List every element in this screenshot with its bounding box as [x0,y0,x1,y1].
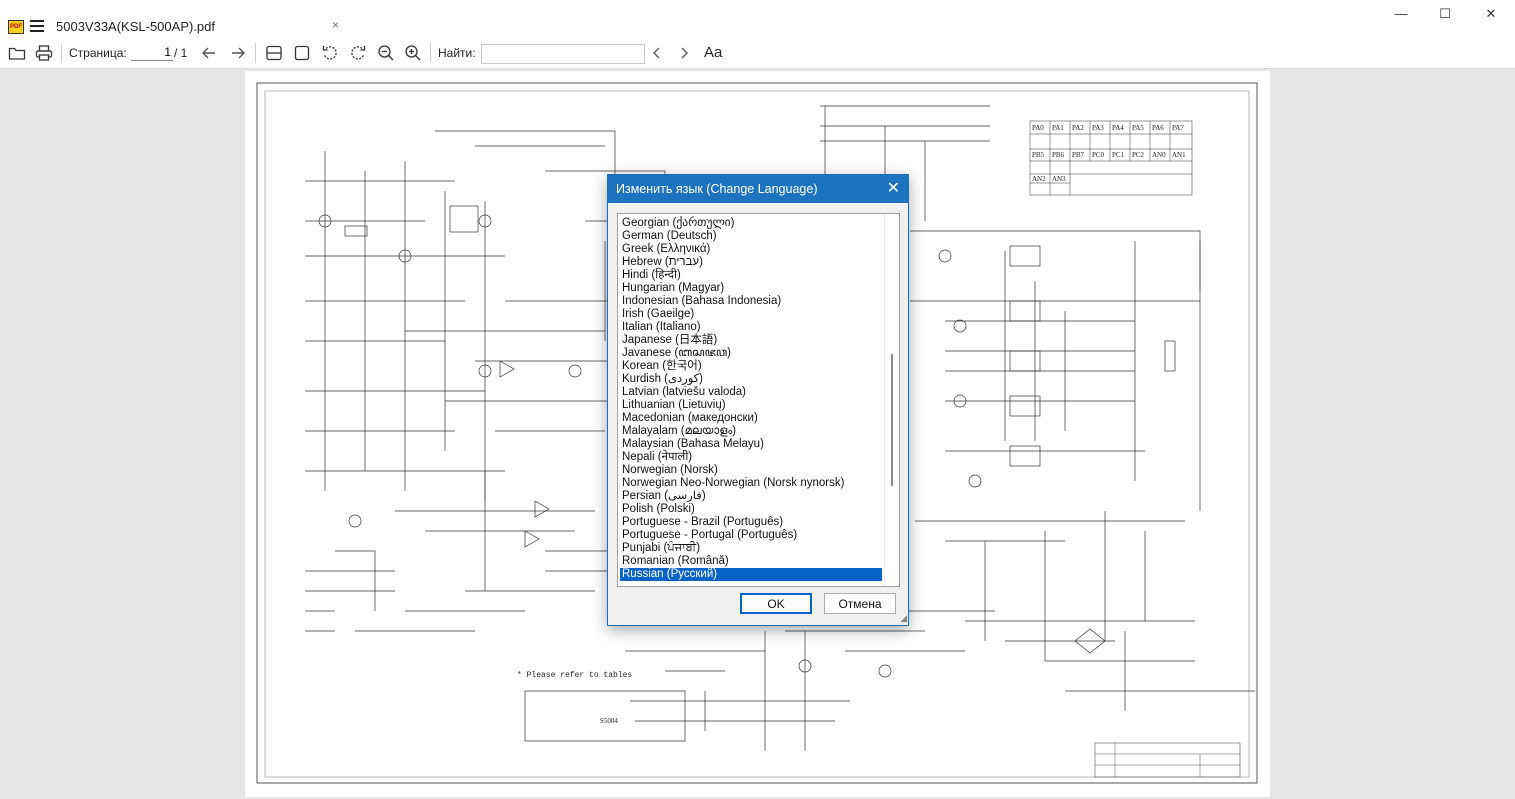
fit-page-icon[interactable] [293,44,311,62]
language-item[interactable]: Malaysian (Bahasa Melayu) [622,438,764,450]
maximize-button[interactable]: ☐ [1439,6,1451,21]
folder-icon[interactable] [8,44,26,62]
svg-text:PA2: PA2 [1072,124,1084,132]
arrow-right-icon[interactable] [229,44,247,62]
tab-close-icon[interactable]: × [332,18,340,32]
resize-grip-icon[interactable]: ◢ [900,613,907,623]
chevron-left-icon[interactable] [648,44,666,62]
fit-width-icon[interactable] [265,44,283,62]
language-item[interactable]: Persian (فارسی) [622,490,706,502]
rotate-left-icon[interactable] [321,44,339,62]
language-item-selected[interactable]: Russian (Русский) [620,568,882,581]
language-item[interactable]: Nepali (नेपाली) [622,451,693,463]
page-label: Страница: [69,46,127,60]
language-item[interactable]: Irish (Gaeilge) [622,308,695,320]
minimize-button[interactable]: — [1394,6,1408,21]
svg-text:PB7: PB7 [1072,151,1085,159]
svg-text:PB6: PB6 [1052,151,1065,159]
language-item[interactable]: Latvian (latviešu valoda) [622,386,747,398]
find-input[interactable] [481,44,645,64]
svg-text:PA3: PA3 [1092,124,1104,132]
language-item[interactable]: Norwegian Neo-Norwegian (Norsk nynorsk) [622,477,845,489]
listbox-scrollbar[interactable] [884,214,899,586]
language-item[interactable]: Portuguese - Portugal (Português) [622,529,798,541]
svg-text:PA0: PA0 [1032,124,1044,132]
zoom-in-icon[interactable] [404,44,422,62]
language-item[interactable]: Kurdish (کوردی) [622,373,703,385]
language-item[interactable]: Malayalam (മലയാളം) [622,425,737,437]
document-tab-title[interactable]: 5003V33A(KSL-500AP).pdf [56,19,215,34]
close-window-button[interactable]: ✕ [1485,6,1497,21]
svg-text:PC0: PC0 [1092,151,1105,159]
language-item[interactable]: Hungarian (Magyar) [622,282,725,294]
svg-text:PA6: PA6 [1152,124,1164,132]
menu-icon[interactable] [30,20,44,32]
language-item[interactable]: Portuguese - Brazil (Português) [622,516,784,528]
dialog-close-icon[interactable]: ✕ [886,180,900,197]
language-item[interactable]: Georgian (ქართული) [622,217,735,229]
svg-text:AN0: AN0 [1152,151,1166,159]
svg-text:AN1: AN1 [1172,151,1186,159]
register-table: PA0 PA1 PA2 PA3 PA4 PA5 PA6 PA7 PB5 PB6 … [1032,124,1186,183]
ok-button[interactable]: OK [740,593,812,614]
language-item[interactable]: Hindi (हिन्दी) [622,269,681,281]
svg-text:PA4: PA4 [1112,124,1124,132]
svg-text:PA7: PA7 [1172,124,1184,132]
svg-text:AN3: AN3 [1052,175,1066,183]
cancel-button[interactable]: Отмена [824,593,896,614]
language-item[interactable]: German (Deutsch) [622,230,717,242]
scrollbar-thumb[interactable] [891,354,893,486]
language-item[interactable]: Lithuanian (Lietuvių) [622,399,726,411]
rotate-right-icon[interactable] [349,44,367,62]
change-language-dialog: Изменить язык (Change Language) ✕ Georgi… [607,174,909,626]
dialog-title-bar[interactable]: Изменить язык (Change Language) ✕ [608,175,908,203]
svg-text:PC2: PC2 [1132,151,1145,159]
language-item[interactable]: Macedonian (македонски) [622,412,758,424]
dialog-title: Изменить язык (Change Language) [616,182,818,196]
svg-text:PB5: PB5 [1032,151,1045,159]
svg-text:PA1: PA1 [1052,124,1064,132]
zoom-out-icon[interactable] [377,44,395,62]
chevron-right-icon[interactable] [675,44,693,62]
app-icon: PDF [8,20,24,34]
ic-label: S5004 [600,717,618,725]
language-item[interactable]: Korean (한국어) [622,360,702,372]
svg-text:AN2: AN2 [1032,175,1046,183]
toolbar: Страница: / 1 Найти: Aa [0,38,1515,69]
svg-text:PC1: PC1 [1112,151,1125,159]
language-item[interactable]: Japanese (日本語) [622,334,718,346]
title-bar: PDF 5003V33A(KSL-500AP).pdf × — ☐ ✕ [0,0,1515,38]
font-size-icon[interactable]: Aa [704,44,723,61]
language-item[interactable]: Javanese (ꦧꦱꦗꦮ) [622,347,731,359]
language-item[interactable]: Hebrew (עברית) [622,256,703,268]
schematic-note: * Please refer to tables [517,671,632,680]
language-item[interactable]: Italian (Italiano) [622,321,701,333]
find-label: Найти: [438,46,476,60]
language-item[interactable]: Greek (Ελληνικά) [622,243,711,255]
language-item[interactable]: Punjabi (ਪੰਜਾਬੀ) [622,542,701,554]
page-number-input[interactable] [131,44,173,61]
print-icon[interactable] [35,44,53,62]
arrow-left-icon[interactable] [200,44,218,62]
svg-text:PA5: PA5 [1132,124,1144,132]
page-total: / 1 [174,46,188,60]
language-item[interactable]: Polish (Polski) [622,503,695,515]
language-item[interactable]: Romanian (Română) [622,555,729,567]
language-listbox[interactable]: Georgian (ქართული)German (Deutsch)Greek … [617,213,900,587]
language-item[interactable]: Norwegian (Norsk) [622,464,718,476]
language-list: Georgian (ქართული)German (Deutsch)Greek … [620,217,882,581]
language-item[interactable]: Indonesian (Bahasa Indonesia) [622,295,782,307]
